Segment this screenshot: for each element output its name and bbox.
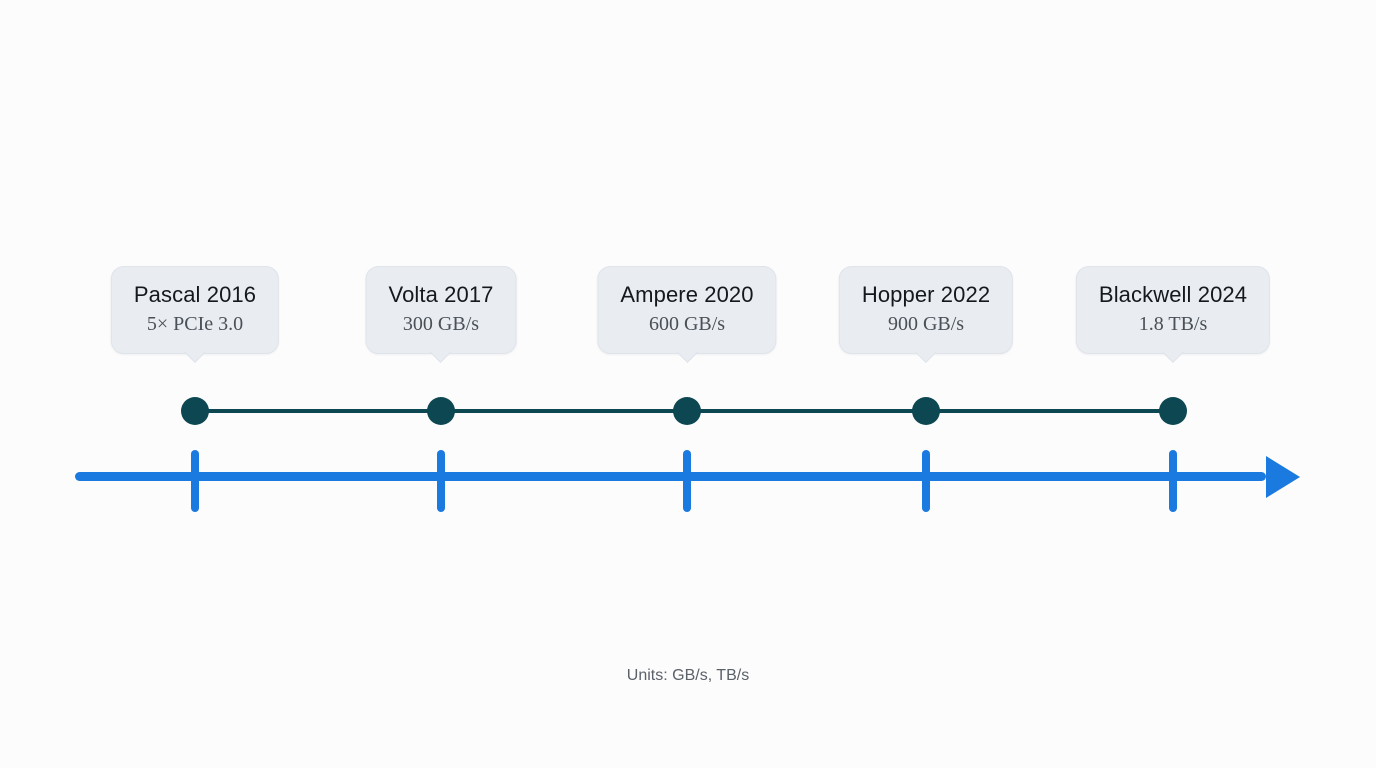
milestone-cards: Pascal 2016 5× PCIe 3.0 Volta 2017 300 GB/s…	[0, 266, 1376, 386]
axis-line	[75, 472, 1266, 481]
milestone-node[interactable]	[673, 397, 701, 425]
milestone-title: Blackwell 2024	[1098, 282, 1248, 307]
milestone-value: 300 GB/s	[402, 313, 480, 335]
card-pointer-icon	[1160, 352, 1186, 366]
milestone-node[interactable]	[912, 397, 940, 425]
milestone-node[interactable]	[427, 397, 455, 425]
milestone-node[interactable]	[181, 397, 209, 425]
milestone-node[interactable]	[1159, 397, 1187, 425]
card-pointer-icon	[182, 352, 208, 366]
axis-tick	[683, 450, 691, 512]
milestone-value: 1.8 TB/s	[1138, 313, 1208, 335]
card-pointer-icon	[913, 352, 939, 366]
milestone-title: Hopper 2022	[861, 282, 991, 307]
card-pointer-icon	[674, 352, 700, 366]
axis-tick	[191, 450, 199, 512]
milestone-card[interactable]: Volta 2017 300 GB/s	[365, 266, 517, 354]
milestone-value: 600 GB/s	[648, 313, 726, 335]
milestone-card[interactable]: Pascal 2016 5× PCIe 3.0	[110, 266, 280, 354]
card-pointer-icon	[428, 352, 454, 366]
units-footnote: Units: GB/s, TB/s	[626, 667, 750, 684]
milestone-card[interactable]: Hopper 2022 900 GB/s	[838, 266, 1014, 354]
axis-arrow-icon	[1266, 456, 1300, 498]
milestone-title: Ampere 2020	[620, 282, 754, 307]
milestone-value: 5× PCIe 3.0	[146, 313, 244, 335]
milestone-card[interactable]: Blackwell 2024 1.8 TB/s	[1075, 266, 1271, 354]
milestone-title: Pascal 2016	[133, 282, 257, 307]
milestone-value: 900 GB/s	[887, 313, 965, 335]
milestone-card[interactable]: Ampere 2020 600 GB/s	[597, 266, 777, 354]
axis-tick	[1169, 450, 1177, 512]
milestone-title: Volta 2017	[388, 282, 494, 307]
axis-tick	[437, 450, 445, 512]
axis-tick	[922, 450, 930, 512]
